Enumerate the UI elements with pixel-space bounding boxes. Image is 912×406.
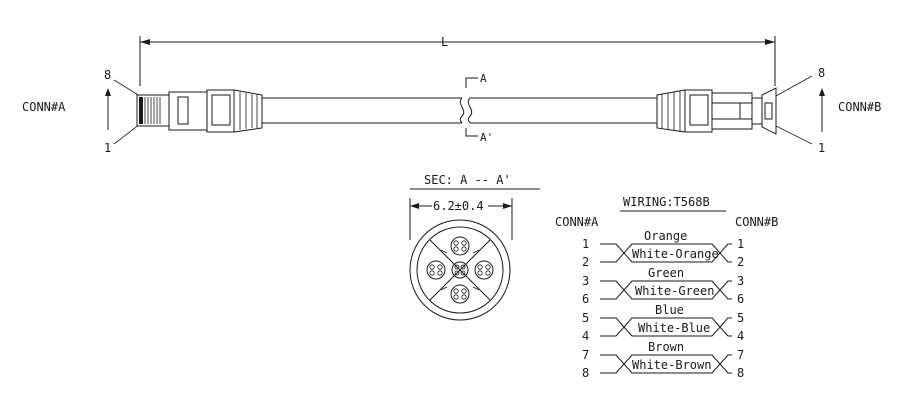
wire-pair-brown: Brown 7 8 7 8 White-Brown [582,340,744,380]
pin-left-top: 3 [582,274,589,288]
pair-top [450,236,470,256]
cross-section: SEC: A -- A' 6.2±0.4 [409,173,540,321]
pin-left-top: 5 [582,311,589,325]
conn-b-leader-top [775,75,813,97]
connector-a: CONN#A 8 1 [22,68,263,155]
boot-b-window [689,94,709,126]
pin-right-top: 1 [737,237,744,251]
pair-right [474,260,494,280]
pair-white-label: White-Brown [632,358,711,372]
pair-color-label: Brown [648,340,684,354]
pin-right-bottom: 6 [737,292,744,306]
boot-a-taper [233,89,263,133]
pin-right-bottom: 2 [737,255,744,269]
cross-filler-diag-2 [429,239,491,301]
wire-pair-orange: Orange 1 2 1 2 White-Orange [582,229,744,269]
section-mark-top [465,77,478,88]
pin-left-top: 7 [582,348,589,362]
pin-left-bottom: 2 [582,255,589,269]
wire-striped [600,317,732,337]
section-title: SEC: A -- A' [424,173,511,187]
conn-b-label: CONN#B [838,100,881,114]
rj45-contacts-a [139,97,161,124]
wire-solid [600,243,732,263]
wire-pair-green: Green 3 6 3 6 White-Green [582,266,744,306]
outer-jacket [409,219,511,321]
cable: A A' [262,72,657,144]
pin-right-bottom: 8 [737,366,744,380]
pin-right-top: 5 [737,311,744,325]
conn-b-pin-bottom: 1 [818,141,825,155]
boot-a-window [211,94,231,126]
wire-solid [600,317,732,337]
filler-dashes [440,249,480,291]
rj45-plug-b-neck [751,97,763,125]
pair-white-label: White-Orange [632,247,719,261]
conn-b-pin-top: 8 [818,66,825,80]
pin-right-top: 3 [737,274,744,288]
connector-b: 8 1 CONN#B [656,66,881,155]
cable-break-right [467,97,473,124]
section-mark-bottom-label: A' [480,131,493,144]
conn-a-arrowhead [105,88,111,96]
length-dimension: L [139,35,776,86]
rj45-plug-b-tab [739,102,753,120]
length-label: L [441,35,448,49]
section-mark-bottom [465,128,478,137]
dim-arrow-left [140,39,150,45]
pin-left-bottom: 8 [582,366,589,380]
pair-color-label: Blue [655,303,684,317]
conn-a-leader-bottom [113,123,141,145]
pair-color-label: Orange [644,229,687,243]
dim-arrow-right [765,39,775,45]
wire-striped [600,354,732,374]
wiring-diagram: WIRING:T568B CONN#A CONN#B Orange 1 2 1 … [555,195,778,380]
diam-arrow-left [410,203,419,209]
wiring-left-header: CONN#A [555,215,599,229]
wire-solid [600,354,732,374]
rj45-latch-b-window [764,102,773,120]
conn-a-pin-bottom: 1 [104,141,111,155]
wiring-right-header: CONN#B [735,215,778,229]
conn-b-leader-bottom [775,125,813,145]
conn-a-leader-top [113,79,141,97]
rj45-latch-a [177,96,189,125]
pair-color-label: Green [648,266,684,280]
conn-b-arrowhead [819,88,825,96]
twisted-pairs [426,236,494,304]
wire-striped [600,243,732,263]
pair-left [426,260,446,280]
boot-b-ribs [661,91,681,131]
pin-left-top: 1 [582,237,589,251]
pin-left-bottom: 6 [582,292,589,306]
conn-a-label: CONN#A [22,100,66,114]
section-mark-top-label: A [480,72,487,85]
pin-left-bottom: 4 [582,329,589,343]
wire-striped [600,280,732,300]
diameter-label: 6.2±0.4 [433,199,484,213]
wiring-title: WIRING:T568B [623,195,710,209]
pin-right-top: 7 [737,348,744,362]
pair-white-label: White-Green [635,284,714,298]
pin-right-bottom: 4 [737,329,744,343]
pair-white-label: White-Blue [638,321,710,335]
pair-bottom [450,284,470,304]
inner-jacket [416,226,504,314]
boot-b-taper [656,89,686,133]
boot-a-ribs [239,92,258,130]
cable-break-left [459,97,465,124]
pair-center [451,261,469,279]
conn-a-pin-top: 8 [104,68,111,82]
diam-arrow-right [503,203,512,209]
wire-pair-blue: Blue 5 4 5 4 White-Blue [582,303,744,343]
wire-solid [600,280,732,300]
